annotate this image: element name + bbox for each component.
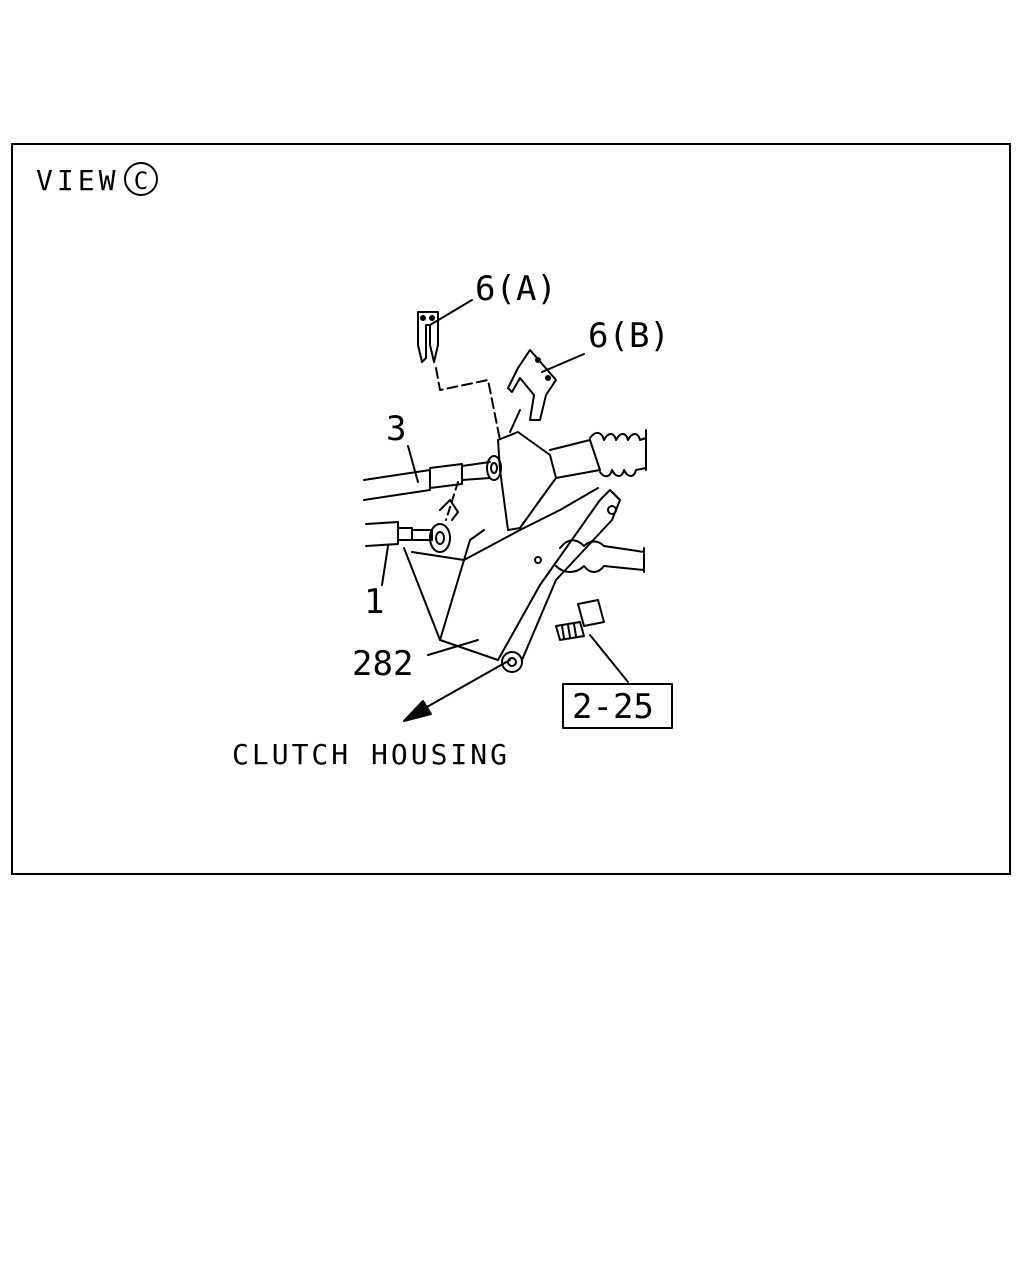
callout-282: 282	[352, 644, 413, 684]
callout-6b: 6(B)	[588, 316, 670, 356]
cable-1	[365, 481, 459, 553]
clutch-housing-arrow	[403, 659, 511, 722]
view-title: VIEW	[36, 164, 119, 197]
view-letter-circle	[124, 162, 158, 196]
ref-box-label: 2-25	[572, 687, 654, 727]
cable-3	[363, 455, 502, 501]
callout-1: 1	[364, 582, 384, 622]
diagram-frame	[11, 143, 1011, 875]
clip-6b	[507, 349, 557, 433]
callout-6a: 6(A)	[475, 269, 557, 309]
bellows-upper	[549, 429, 647, 479]
clutch-housing-label: CLUTCH HOUSING	[232, 738, 510, 771]
bolt	[555, 599, 605, 641]
cylinder-lower	[555, 539, 645, 573]
leader-lines	[381, 299, 629, 683]
clip-6a	[417, 311, 501, 441]
ref-box	[562, 683, 673, 729]
view-letter: C	[134, 167, 148, 195]
bracket-282	[403, 431, 621, 673]
callout-3: 3	[386, 409, 406, 449]
